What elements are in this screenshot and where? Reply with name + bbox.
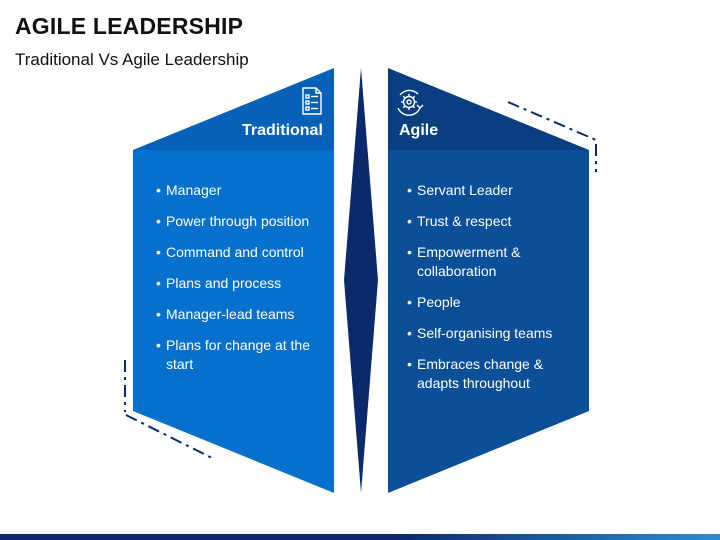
gear-cycle-icon [397, 89, 424, 116]
document-list-icon [302, 87, 322, 115]
agile-list: Servant Leader Trust & respect Empowerme… [407, 181, 587, 405]
traditional-list: Manager Power through position Command a… [156, 181, 336, 386]
list-item: Plans for change at the start [156, 336, 336, 374]
agile-header: Agile [399, 122, 439, 139]
agile-panel-body [388, 150, 589, 493]
list-item: People [407, 293, 587, 312]
dashed-bracket-top-right [507, 101, 597, 172]
bottom-accent-bar [0, 534, 720, 540]
dashed-bracket-bottom-left [124, 360, 213, 459]
list-item: Trust & respect [407, 212, 587, 231]
page-subtitle: Traditional Vs Agile Leadership [15, 50, 249, 69]
list-item: Empowerment & collaboration [407, 243, 587, 281]
list-item: Command and control [156, 243, 336, 262]
list-item: Self-organising teams [407, 324, 587, 343]
list-item: Servant Leader [407, 181, 587, 200]
center-divider [344, 68, 378, 493]
traditional-panel-header [133, 68, 334, 150]
page-title: AGILE LEADERSHIP [15, 13, 244, 39]
list-item: Embraces change & adapts throughout [407, 355, 587, 393]
list-item: Power through position [156, 212, 336, 231]
list-item: Manager [156, 181, 336, 200]
list-item: Manager-lead teams [156, 305, 336, 324]
traditional-header: Traditional [242, 122, 323, 139]
list-item: Plans and process [156, 274, 336, 293]
agile-panel-header [388, 68, 589, 150]
